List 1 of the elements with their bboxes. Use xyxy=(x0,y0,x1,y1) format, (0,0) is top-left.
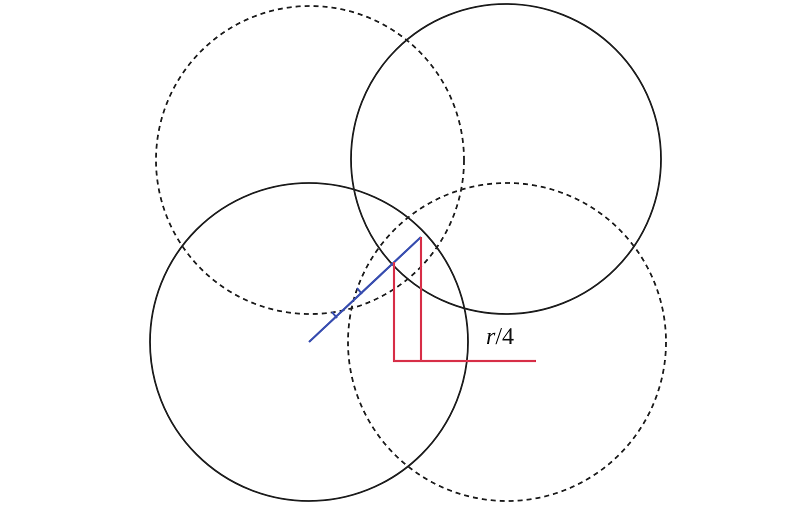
dimension-label: r/4 xyxy=(486,324,514,351)
